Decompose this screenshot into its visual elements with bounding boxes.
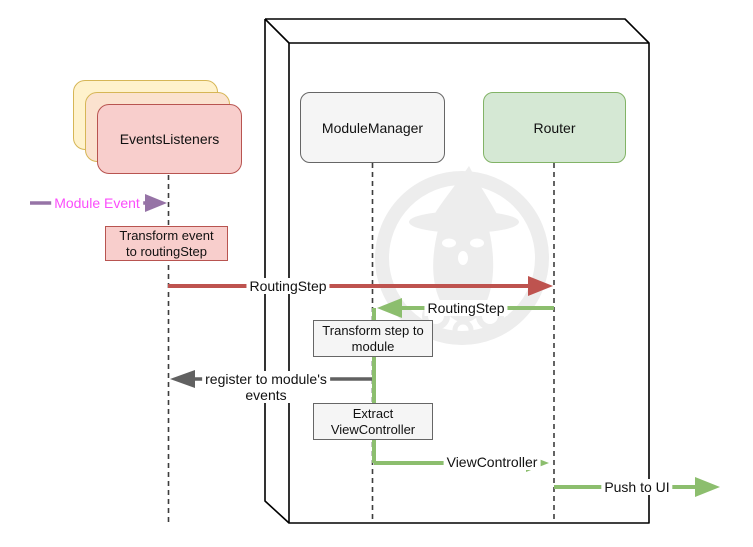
note-extract-line1: Extract [352,405,394,421]
label-view-controller: ViewController [443,454,541,470]
label-routing-step-in: RoutingStep [424,300,508,316]
note-transform-event: Transform event to routingStep [105,226,228,261]
note-transform-event-line1: Transform event [119,227,214,243]
note-transform-step-line1: Transform step to [322,322,424,338]
router-label: Router [533,119,576,136]
label-register-line1: register to module's [205,371,327,387]
label-module-event: Module Event [51,195,143,211]
arrow-routing-step-out [168,276,553,296]
note-extract-viewcontroller: Extract ViewController [313,403,433,440]
label-register-events: register to module's events [202,371,330,403]
module-manager-label: ModuleManager [321,119,424,136]
actor-module-manager: ModuleManager [300,92,445,163]
note-extract-line2: ViewController [330,421,416,437]
label-routing-step-out: RoutingStep [246,278,330,294]
events-listeners-label: EventsListeners [119,131,220,147]
actor-router: Router [483,92,626,163]
note-transform-step: Transform step to module [313,320,433,357]
label-push-to-ui: Push to UI [601,479,673,495]
wizard-watermark-icon [375,166,549,345]
note-transform-event-line2: to routingStep [126,243,207,259]
label-register-line2: events [245,387,287,403]
actor-events-listeners: EventsListeners [97,104,242,174]
note-transform-step-line2: module [351,338,395,354]
